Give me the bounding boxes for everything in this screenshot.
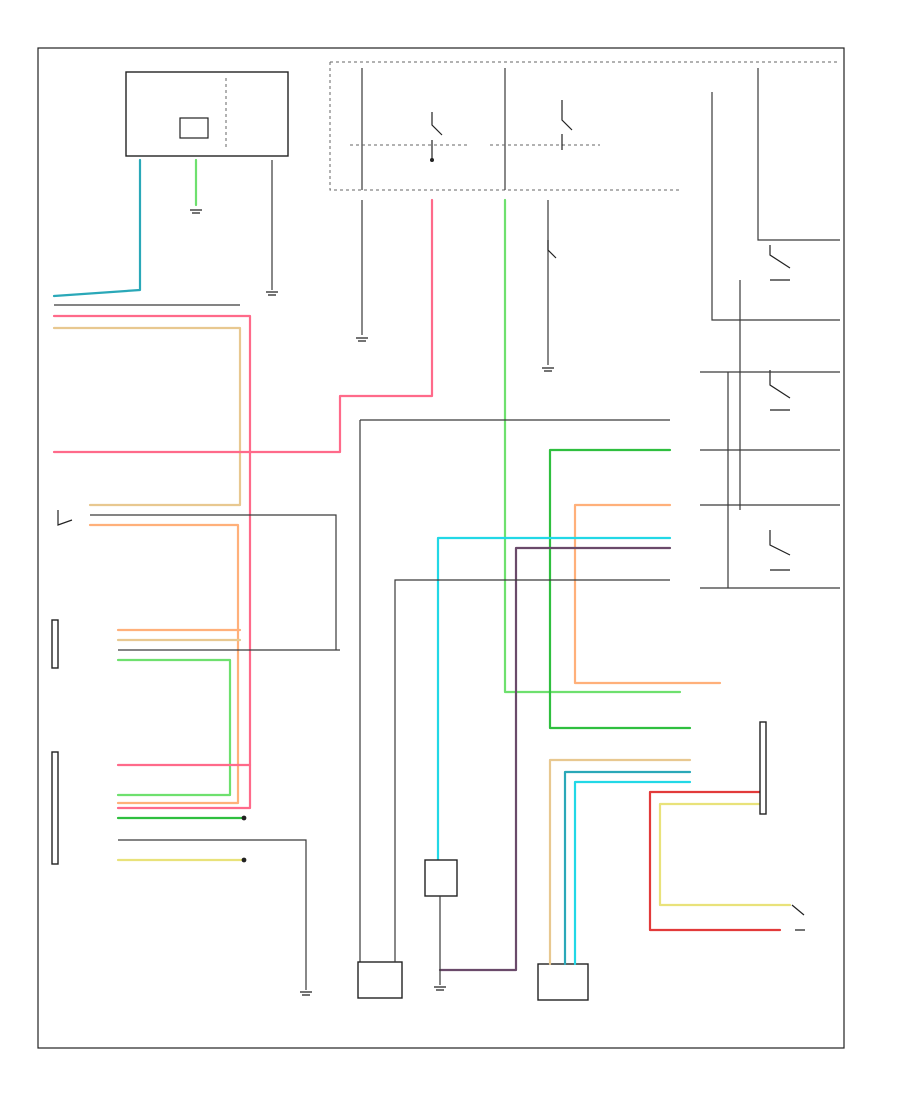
switch-bottom-right — [791, 904, 805, 931]
ground-symbol-3 — [356, 337, 368, 342]
wire-tan-bottom — [548, 758, 692, 966]
wire-teal-module — [52, 158, 142, 298]
bottom-sensor-1 — [357, 961, 403, 999]
left-control-module — [125, 71, 289, 157]
ground-symbol-6 — [434, 986, 446, 991]
ground-symbol-1 — [190, 209, 202, 214]
ground-symbol-4 — [542, 367, 554, 372]
wire-green-mid — [548, 448, 692, 730]
wire-gray-conn2 — [118, 839, 307, 990]
splice-dot-2 — [241, 815, 247, 821]
wire-right-bus-2 — [711, 92, 840, 321]
wire-pink-main — [52, 198, 434, 454]
wire-light-green-vertical — [503, 198, 682, 694]
relay-switch-2 — [561, 100, 573, 150]
module-internal-switch — [179, 117, 209, 139]
wire-cyan-mid — [436, 536, 672, 862]
ground-symbol-2 — [266, 291, 278, 296]
fuse-block-outline — [329, 61, 840, 191]
ground-symbol-5 — [300, 991, 312, 996]
wire-yellow-bottom — [658, 802, 792, 907]
left-connector-2 — [51, 751, 59, 865]
wire-gray-mid-2 — [394, 579, 670, 940]
switch-right-inline — [547, 240, 557, 259]
wire-red-bottom — [648, 790, 782, 932]
relay-switch-1 — [431, 112, 443, 160]
wire-orange-mid — [573, 503, 722, 685]
wire-teal-bottom — [563, 770, 692, 966]
relay-right-3 — [769, 530, 791, 571]
wire-cyan-bottom — [573, 780, 692, 966]
switch-left — [57, 510, 73, 526]
wire-tan-left — [52, 326, 242, 507]
relay-right-2 — [769, 370, 791, 411]
bottom-sensor-3 — [537, 963, 589, 1001]
wire-pink-left — [52, 314, 252, 810]
splice-dot — [430, 158, 434, 162]
relay-right-1 — [769, 245, 791, 281]
left-connector-1 — [51, 619, 59, 669]
wire-orange-left — [88, 523, 240, 805]
wire-gray-left-2 — [90, 514, 337, 650]
wire-green-conn1 — [116, 658, 232, 797]
splice-dot-3 — [241, 857, 247, 863]
wire-right-bus — [757, 100, 840, 241]
bottom-sensor-2 — [424, 859, 458, 897]
diagram-border — [37, 47, 845, 1049]
wire-dark-mid — [438, 546, 672, 972]
right-connector — [759, 721, 767, 815]
